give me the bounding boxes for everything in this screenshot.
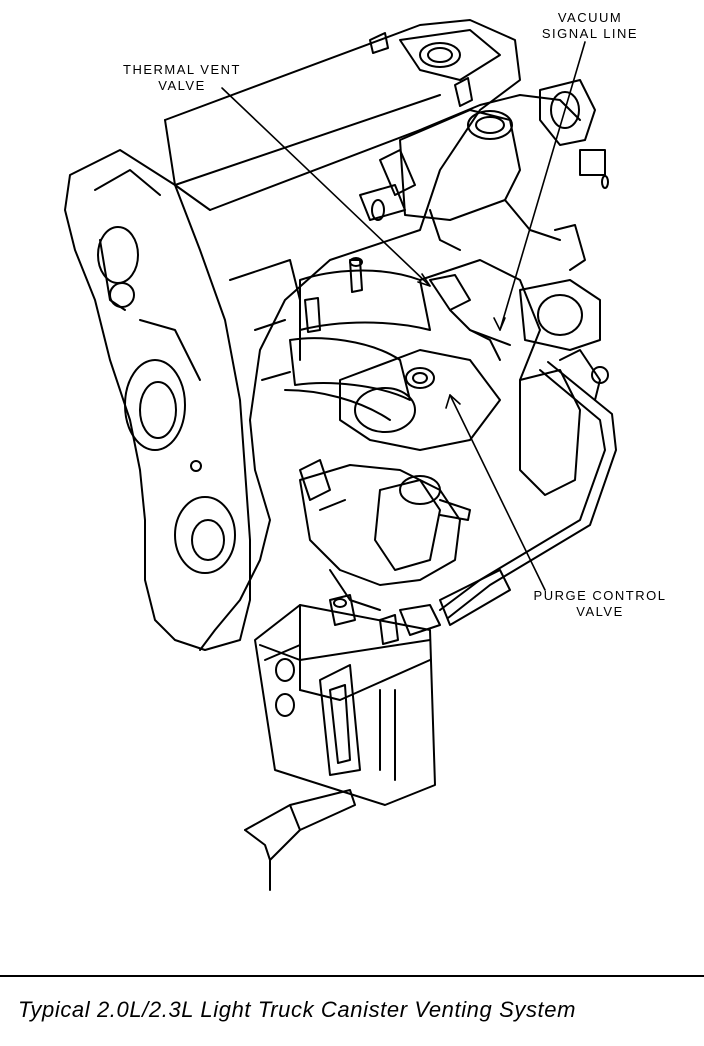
engine-canister-illustration	[64, 19, 617, 891]
vapor-hose	[439, 361, 617, 626]
leader-lines	[221, 41, 586, 591]
thermal-vent-valve-line-1: THERMAL VENT	[123, 62, 241, 77]
purge-control-valve-label: PURGE CONTROL VALVE	[520, 588, 680, 620]
thermal-vent-valve-label: THERMAL VENT VALVE	[118, 62, 246, 94]
purge-control-valve-line-2: VALVE	[576, 604, 624, 619]
intake-manifold	[284, 257, 541, 451]
purge-control-valve-line-1: PURGE CONTROL	[533, 588, 667, 603]
carburetor-assembly	[359, 77, 609, 271]
timing-belt-cover	[64, 149, 251, 651]
figure-caption: Typical 2.0L/2.3L Light Truck Canister V…	[18, 997, 577, 1022]
thermal-vent-valve-line-2: VALVE	[158, 78, 206, 93]
lower-engine	[299, 459, 471, 611]
charcoal-canister	[254, 594, 441, 806]
vacuum-signal-line-line-2: SIGNAL LINE	[541, 26, 639, 41]
mounting-bracket	[244, 789, 356, 891]
caption-divider	[0, 975, 704, 977]
vacuum-signal-line-line-1: VACUUM	[557, 10, 623, 25]
engine-block	[164, 19, 521, 651]
vacuum-signal-line-label: VACUUM SIGNAL LINE	[528, 10, 652, 42]
purge-valve-area	[405, 274, 609, 496]
